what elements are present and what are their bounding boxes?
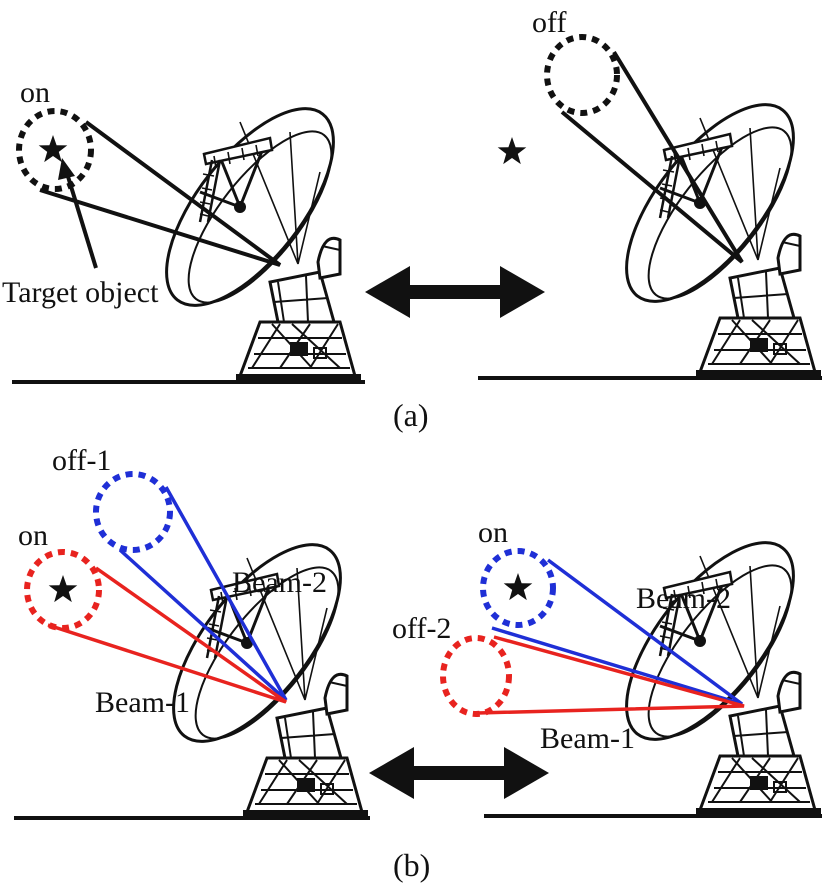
off-2-label: off-2	[392, 612, 451, 645]
beam-2-label-left: Beam-2	[232, 566, 327, 599]
beam-1-label-left: Beam-1	[95, 686, 190, 719]
panel-b: off-1 on Beam-2 Beam-1 on off-2 Beam-2 B…	[14, 444, 826, 883]
target-pointer-line	[64, 169, 98, 269]
star-icon	[497, 137, 527, 165]
off-1-label: off-1	[52, 444, 111, 477]
beam-a-left	[39, 120, 282, 267]
star-icon	[48, 575, 78, 603]
off-label-a: off	[532, 6, 566, 39]
panel-a: on Target object off (a)	[2, 6, 826, 433]
radio-telescope-icon	[594, 76, 826, 380]
caption-b: (b)	[393, 847, 430, 883]
double-arrow-icon	[369, 747, 549, 799]
double-arrow-icon	[365, 266, 545, 318]
star-icon	[38, 135, 68, 163]
on-label-a: on	[20, 76, 50, 109]
caption-a: (a)	[393, 397, 429, 433]
star-icon	[503, 573, 533, 601]
off-2-beam-circle	[440, 635, 512, 717]
target-pointer-arrowhead	[58, 158, 75, 180]
beam-1-label-right: Beam-1	[540, 722, 635, 755]
beam-1-left	[47, 566, 288, 704]
on-beam-circle-a	[16, 108, 94, 192]
off-beam-circle-a	[544, 34, 620, 116]
radio-telescope-icon	[594, 514, 826, 818]
on-beam-circle-b-left	[24, 549, 102, 631]
on-label-b-right: on	[478, 516, 508, 549]
beam-a-right	[560, 50, 744, 264]
beam-1-right	[477, 635, 745, 715]
beam-2-label-right: Beam-2	[636, 582, 731, 615]
on-beam-circle-b-right	[480, 548, 556, 628]
on-label-b-left: on	[18, 519, 48, 552]
target-object-label: Target object	[2, 276, 159, 309]
off-1-beam-circle	[93, 471, 173, 553]
